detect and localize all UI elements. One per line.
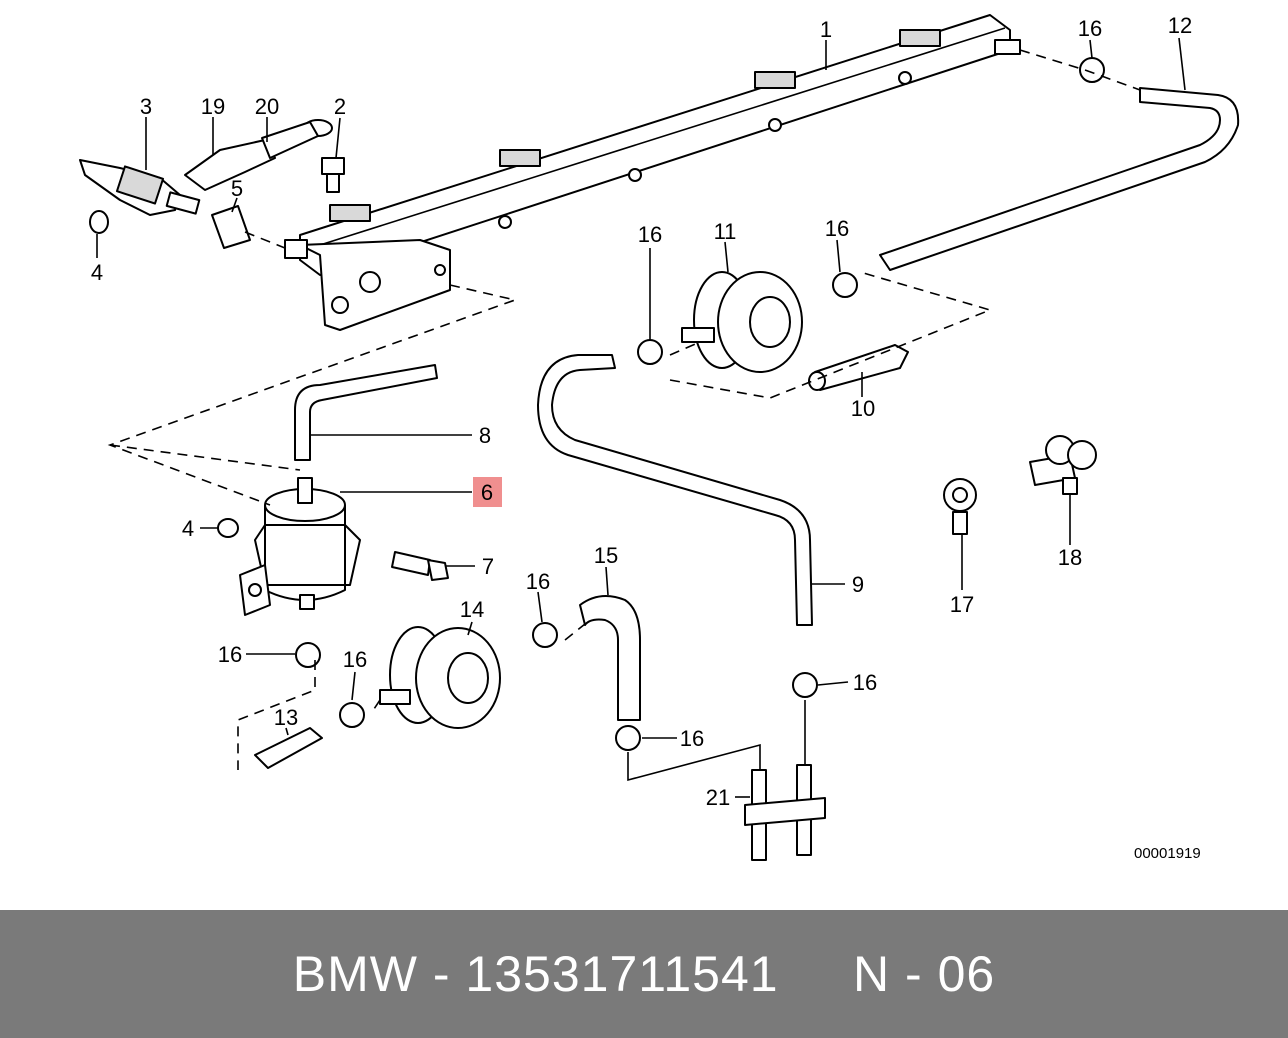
label-8: 8: [479, 423, 491, 448]
seal-ring-top: [89, 210, 109, 234]
label-1: 1: [820, 17, 832, 42]
pressure-regulator: [681, 271, 803, 373]
fuel-filter: [239, 477, 361, 616]
clip: [211, 205, 251, 249]
seal-ring-filter: [217, 518, 239, 538]
label-6: 6: [481, 480, 493, 505]
diagram-reference-code: 00001919: [1134, 845, 1201, 862]
label-16-reg-right: 16: [825, 216, 849, 241]
label-11: 11: [714, 219, 737, 244]
footer-part-number: BMW - 13531711541 N - 06: [292, 946, 996, 1002]
connector-plug: [184, 119, 333, 191]
label-16-filter: 16: [218, 642, 242, 667]
label-19: 19: [201, 94, 225, 119]
y-connector: [744, 764, 826, 861]
filter-bolt: [391, 551, 449, 581]
highlight-box: [473, 477, 502, 507]
label-15: 15: [594, 543, 618, 568]
label-9: 9: [852, 572, 864, 597]
label-16-bottom: 16: [680, 726, 704, 751]
label-14: 14: [460, 597, 484, 622]
label-18: 18: [1058, 545, 1082, 570]
return-hose: [879, 87, 1240, 271]
label-16-hose15: 16: [526, 569, 550, 594]
label-12: 12: [1168, 13, 1192, 38]
filter-hose: [294, 364, 438, 461]
parts-diagram: 1 2 3 4 4 5 6 7 8 9 10 11 12 13 14 15 16…: [79, 13, 1240, 862]
label-16-damper: 16: [343, 647, 367, 672]
hose-nipple: [808, 344, 909, 391]
label-7: 7: [482, 554, 494, 579]
part-labels: 1 2 3 4 4 5 6 7 8 9 10 11 12 13 14 15 16…: [91, 13, 1192, 810]
holder-single: [943, 478, 977, 535]
fuel-system-diagram: 1 2 3 4 4 5 6 7 8 9 10 11 12 13 14 15 16…: [79, 13, 1240, 861]
label-4-top: 4: [91, 260, 103, 285]
label-17: 17: [950, 592, 974, 617]
bolt: [321, 157, 345, 193]
label-2: 2: [334, 94, 346, 119]
fuel-rail: [284, 14, 1021, 331]
label-10: 10: [851, 396, 875, 421]
injector: [79, 159, 201, 216]
hose-bend: [579, 595, 641, 721]
damper: [379, 626, 501, 729]
label-16-hose9: 16: [853, 670, 877, 695]
label-5: 5: [231, 176, 243, 201]
label-20: 20: [255, 94, 279, 119]
fuel-hose: [537, 354, 813, 626]
leader-lines: [96, 37, 1186, 798]
label-4-filter: 4: [182, 516, 194, 541]
assembly-lines: [107, 49, 1141, 782]
label-16-reg-left: 16: [638, 222, 662, 247]
short-hose: [254, 727, 323, 769]
label-16-return: 16: [1078, 16, 1102, 41]
label-13: 13: [274, 705, 298, 730]
label-21: 21: [706, 785, 730, 810]
holder-double: [1029, 435, 1097, 495]
label-3: 3: [140, 94, 152, 119]
part-number-footer: BMW - 13531711541 N - 06: [0, 910, 1288, 1038]
